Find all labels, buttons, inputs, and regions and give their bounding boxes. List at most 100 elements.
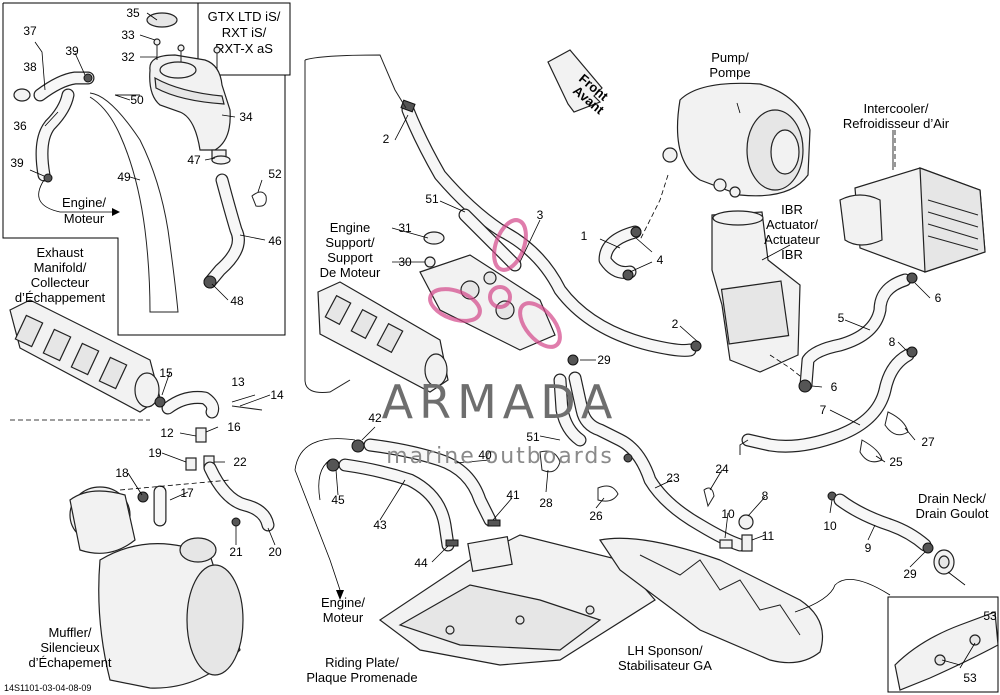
callout-29a: 29 — [597, 353, 611, 367]
muffler-label-3: d’Échapement — [28, 655, 111, 670]
callout-28: 28 — [539, 496, 553, 510]
ibr-label-3: Actuateur — [764, 232, 820, 247]
callout-48: 48 — [230, 294, 244, 308]
watermark-tagline: marine outboards — [386, 444, 614, 469]
callout-26: 26 — [589, 509, 603, 523]
callout-46: 46 — [268, 234, 282, 248]
drain-neck — [933, 549, 955, 575]
lh-sponson — [599, 537, 824, 664]
callout-30: 30 — [398, 255, 412, 269]
callout-8b: 8 — [762, 489, 769, 503]
inset-engine-arrow: Engine/ Moteur — [38, 179, 120, 226]
callout-20: 20 — [268, 545, 282, 559]
area-labels: Exhaust Manifold/ Collecteur d’Échappeme… — [4, 50, 989, 693]
ibr-actuator — [711, 210, 801, 373]
callout-51a: 51 — [425, 192, 439, 206]
callout-4: 4 — [657, 253, 664, 267]
callout-leaders — [29, 12, 976, 669]
callout-5: 5 — [838, 311, 845, 325]
clamp-31 — [423, 231, 445, 245]
callout-8a: 8 — [889, 335, 896, 349]
hose-7 — [739, 346, 918, 463]
callout-18: 18 — [115, 466, 129, 480]
pump-label-2: Pompe — [709, 65, 750, 80]
inset-frame: GTX LTD iS/ RXT iS/ RXT-X aS — [2, 2, 291, 336]
callout-51b: 51 — [526, 430, 540, 444]
callout-39a: 39 — [65, 44, 79, 58]
callout-43: 43 — [373, 518, 387, 532]
inset-engine-label-1: Engine/ — [62, 195, 106, 210]
callout-44: 44 — [414, 556, 428, 570]
ibr-label-4: IBR — [781, 247, 803, 262]
callout-14: 14 — [270, 388, 284, 402]
exhaust-manifold-2 — [317, 281, 449, 393]
callout-37: 37 — [23, 24, 37, 38]
sponson-label-1: LH Sponson/ — [627, 643, 703, 658]
inset-hoses — [13, 71, 267, 313]
exhaust-label-2: Manifold/ — [34, 260, 87, 275]
callout-16: 16 — [227, 420, 241, 434]
engine-label-bottom-1: Engine/ — [321, 595, 365, 610]
exhaust-cooling-hoses — [10, 391, 275, 532]
riding-plate-label-1: Riding Plate/ — [325, 655, 399, 670]
callout-9: 9 — [865, 541, 872, 555]
hose-1 — [598, 225, 642, 281]
callout-21: 21 — [229, 545, 243, 559]
drain-neck-label-2: Drain Goulot — [916, 506, 989, 521]
callout-11: 11 — [762, 529, 775, 543]
variant-line-1: GTX LTD iS/ — [208, 9, 281, 24]
callout-41: 41 — [506, 488, 520, 502]
callout-35: 35 — [126, 6, 140, 20]
variant-line-3: RXT-X aS — [215, 41, 273, 56]
callout-13: 13 — [231, 375, 245, 389]
exhaust-label-3: Collecteur — [31, 275, 90, 290]
callout-6b: 6 — [831, 380, 838, 394]
document-code: 14S1101-03-04-08-09 — [4, 683, 91, 693]
callout-6a: 6 — [935, 291, 942, 305]
callout-19: 19 — [148, 446, 162, 460]
engine-support-label-3: Support — [327, 250, 373, 265]
front-arrow: Front Avant — [547, 49, 612, 118]
callout-7: 7 — [820, 403, 827, 417]
exhaust-manifold — [9, 299, 161, 413]
callout-34: 34 — [239, 110, 253, 124]
pump — [662, 82, 811, 198]
callout-38: 38 — [23, 60, 37, 74]
sponson-label-2: Stabilisateur GA — [618, 658, 712, 673]
exhaust-label-4: d’Échappement — [15, 290, 106, 305]
callout-10a: 10 — [721, 507, 735, 521]
callout-39b: 39 — [10, 156, 24, 170]
callout-24: 24 — [715, 462, 729, 476]
callout-53b: 53 — [963, 671, 977, 685]
engine-support-label-4: De Moteur — [320, 265, 381, 280]
watermark-brand: ARMADA — [382, 375, 619, 429]
hose-49 — [89, 92, 179, 313]
watermark-propeller-logo — [428, 218, 562, 349]
hose-40 — [326, 438, 501, 552]
callout-3: 3 — [537, 208, 544, 222]
variant-box — [197, 2, 291, 76]
callout-17: 17 — [180, 486, 194, 500]
callout-49: 49 — [117, 170, 131, 184]
callout-23: 23 — [666, 471, 680, 485]
callout-36: 36 — [13, 119, 27, 133]
callout-25: 25 — [889, 455, 903, 469]
callout-10b: 10 — [823, 519, 837, 533]
coolant-reservoir — [146, 12, 231, 165]
callout-1: 1 — [581, 229, 588, 243]
callout-31: 31 — [398, 221, 412, 235]
callout-33: 33 — [121, 28, 135, 42]
engine-support-label-2: Support/ — [325, 235, 375, 250]
callout-12: 12 — [160, 426, 174, 440]
callout-numbers: 35 33 32 34 47 50 52 46 48 49 39 39 37 3… — [10, 6, 997, 685]
callout-2b: 2 — [672, 317, 679, 331]
callout-45: 45 — [331, 493, 345, 507]
muffler — [69, 486, 244, 689]
hose-5 — [798, 272, 918, 393]
ibr-label-2: Actuator/ — [766, 217, 818, 232]
callout-2a: 2 — [383, 132, 390, 146]
callout-47: 47 — [187, 153, 201, 167]
hose-23 — [539, 354, 747, 552]
callout-32: 32 — [121, 50, 135, 64]
